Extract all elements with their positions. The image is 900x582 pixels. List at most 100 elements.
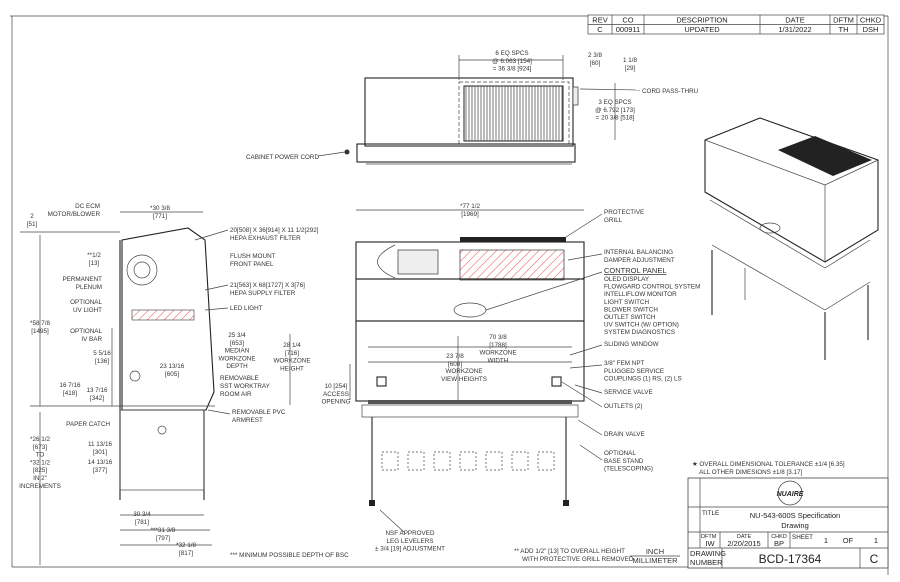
label-line: ***31 3/8 [151, 527, 176, 534]
label-line: [673] [33, 444, 47, 451]
label-line: INCREMENTS [19, 483, 61, 490]
label-dim-14-13-16: 14 13/16[377] [88, 459, 113, 474]
label-line: REMOVABLE PVC [232, 409, 286, 416]
label-line: LED LIGHT [230, 305, 263, 312]
label-line: 28 1/4 [283, 342, 301, 349]
label-line: OPTIONAL [70, 328, 102, 335]
label-led-light: LED LIGHT [230, 305, 263, 312]
label-line: 2 [30, 213, 34, 220]
label-line: SYSTEM DIAGNOSTICS [604, 329, 675, 336]
label-line: 6 EQ SPCS [495, 50, 528, 57]
label-line: HEIGHT [280, 365, 304, 372]
label-line: [605] [165, 371, 179, 378]
label-line: SST WORKTRAY [220, 383, 271, 390]
label-line: [653] [230, 340, 244, 347]
drawing-title-line-2: Drawing [781, 521, 809, 530]
label-line: PAPER CATCH [66, 421, 110, 428]
dftm-value: IW [705, 539, 715, 548]
label-line: ALL OTHER DIMESIONS ±1/8 [3.17] [699, 469, 803, 476]
revision-value-5: DSH [863, 25, 879, 34]
label-line: ★ OVERALL DIMENSIONAL TOLERANCE ±1/4 [6.… [692, 461, 845, 468]
label-dim-31-3-8: ***31 3/8[797] [151, 527, 176, 542]
label-line: [825] [33, 467, 47, 474]
label-line: [1788] [489, 342, 507, 349]
label-line: [781] [135, 519, 149, 526]
label-line: INTERNAL BALANCING [604, 249, 673, 256]
of-value: 1 [874, 536, 878, 545]
label-line: 23 13/16 [160, 363, 185, 370]
label-line: SERVICE VALVE [604, 389, 653, 396]
label-line: WORKZONE [479, 350, 516, 357]
label-line: INTELLIFLOW MONITOR [604, 291, 677, 298]
label-top-2-3-8: 2 3/8[60] [588, 52, 603, 67]
revision-header-4: DFTM [833, 16, 854, 25]
label-dim-23-13-16: 23 13/16[605] [160, 363, 185, 378]
leader-lines [194, 213, 603, 534]
label-top-3eq: 3 EQ SPCS@ 6.792 [173]= 20 3/8 [518] [595, 99, 635, 122]
label-view-height-dim: 23 7/8[608] [446, 353, 464, 368]
stand-panel [459, 451, 477, 471]
label-line: [797] [156, 535, 170, 542]
label-line: OUTLETS (2) [604, 403, 643, 410]
label-line: WIDTH [488, 357, 509, 364]
revision-value-3: 1/31/2022 [778, 25, 811, 34]
label-line: 21[563] X 68[1727] X 3[76] [230, 282, 305, 289]
label-line: OPENING [321, 399, 350, 406]
label-line: TO [36, 452, 45, 459]
revision-header-0: REV [592, 16, 607, 25]
top-view [317, 55, 641, 165]
label-line: WORKZONE [445, 368, 482, 375]
label-line: CABINET POWER CORD [246, 154, 319, 161]
stand-panel [433, 451, 451, 471]
chkd-value: BP [774, 539, 784, 548]
label-line: IV BAR [81, 336, 102, 343]
revision-header-2: DESCRIPTION [676, 16, 727, 25]
label-line: **1/2 [87, 252, 101, 259]
label-cabinet-power-cord: CABINET POWER CORD [246, 154, 319, 161]
label-line: 25 3/4 [228, 332, 246, 339]
label-drain-valve: DRAIN VALVE [604, 431, 645, 438]
date-label: DATE [737, 534, 752, 540]
isometric-view [704, 117, 879, 360]
label-cord-pass-thru: CORD PASS-THRU [642, 88, 699, 95]
label-room-air: ROOM AIR [220, 391, 252, 398]
label-side-width: *30 3/8[771] [150, 205, 170, 220]
label-line: 3/8" FEM NPT [604, 360, 645, 367]
label-line: *30 3/8 [150, 205, 170, 212]
label-line: UV SWITCH (W/ OPTION) [604, 322, 679, 329]
label-dim-16-7-16: 16 7/16[418] [59, 382, 81, 397]
label-line: ARMREST [232, 417, 263, 424]
label-line: (TELESCOPING) [604, 466, 653, 473]
label-line: [13] [89, 260, 100, 267]
label-line: = 20 3/8 [518] [596, 115, 635, 122]
label-line: MEDIAN [225, 348, 250, 355]
revision-value-4: TH [839, 25, 849, 34]
unit-millimeter: MILLIMETER [632, 556, 678, 565]
label-line: @ 6.792 [173] [595, 107, 635, 114]
label-line: *** MINIMUM POSSIBLE DEPTH OF BSC [230, 552, 349, 559]
stand-panel [511, 451, 529, 471]
label-line: [418] [63, 390, 77, 397]
label-line: FLOWGARD CONTROL SYSTEM [604, 284, 700, 291]
sheet-value: 1 [824, 536, 828, 545]
revision-value-0: C [597, 25, 603, 34]
label-dim-half: **1/2[13] [87, 252, 101, 267]
label-line: HEPA EXHAUST FILTER [230, 235, 301, 242]
label-line: FRONT PANEL [230, 261, 274, 268]
label-line: 3 EQ SPCS [598, 99, 631, 106]
label-line: OUTLET SWITCH [604, 314, 656, 321]
label-hepa-exhaust: 20[508] X 36[914] X 11 1/2[292]HEPA EXHA… [230, 227, 319, 242]
drawing-number-label-1: DRAWING [690, 549, 726, 558]
label-line: 13 7/16 [86, 387, 108, 394]
label-line: BLOWER SWITCH [604, 306, 658, 313]
